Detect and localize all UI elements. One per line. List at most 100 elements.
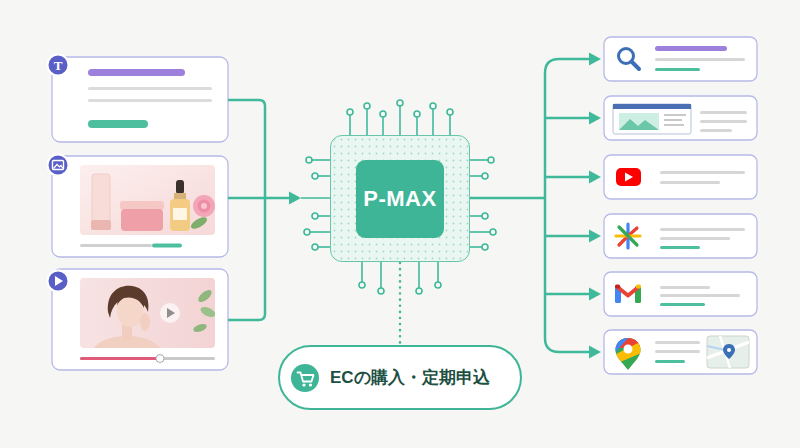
chip-pin	[418, 262, 420, 288]
channel-card	[604, 37, 757, 81]
output-wire	[545, 117, 590, 120]
maps-icon	[707, 346, 725, 350]
chip-pin	[397, 100, 403, 106]
search-icon	[655, 46, 727, 51]
chip-pin	[361, 262, 363, 282]
chip-label: P-MAX	[363, 186, 436, 212]
maps-icon	[612, 340, 644, 362]
display-icon	[700, 120, 747, 123]
chip-pin	[490, 229, 496, 235]
ad-card	[52, 57, 228, 142]
output-wire	[465, 59, 590, 352]
maps-icon	[707, 336, 749, 368]
video-image	[192, 322, 208, 333]
chip-pin	[310, 231, 335, 233]
display-icon	[613, 104, 747, 134]
cosmetics-image	[80, 244, 152, 247]
chip-pin	[414, 111, 420, 117]
maps-icon	[655, 360, 685, 363]
text-ad-lines	[88, 87, 212, 90]
chip-pin	[432, 109, 434, 135]
maps-icon	[612, 336, 644, 372]
video-image	[80, 278, 217, 368]
chip-pin	[378, 288, 384, 294]
video-image	[160, 303, 180, 323]
video-image	[199, 305, 215, 319]
input-arrowhead	[289, 192, 301, 205]
youtube-icon	[616, 168, 641, 186]
discover-icon	[660, 246, 700, 249]
text-ad-lines	[88, 69, 185, 76]
chip-pin	[465, 231, 490, 233]
chip-pin	[312, 244, 318, 250]
search-icon	[632, 62, 640, 70]
chip-pin	[312, 159, 335, 161]
chip-pin	[312, 173, 318, 179]
youtube-icon	[660, 171, 745, 174]
output-arrowhead	[589, 171, 601, 184]
output-wire	[545, 176, 590, 179]
maps-icon	[707, 342, 749, 358]
chip-grid	[331, 136, 469, 261]
discover-icon	[660, 237, 730, 240]
chip-pin	[482, 173, 488, 179]
pmax-chip: P-MAX	[330, 135, 470, 262]
gmail-icon	[636, 285, 641, 289]
display-icon	[613, 104, 691, 134]
cart-icon	[309, 383, 312, 386]
video-image	[80, 357, 160, 360]
chip-pin	[465, 159, 488, 161]
channel-card	[604, 330, 757, 374]
chip-pin	[435, 282, 441, 288]
display-icon	[664, 114, 686, 116]
maps-icon	[612, 336, 749, 372]
ad-card	[52, 156, 228, 257]
display-icon	[619, 119, 659, 130]
youtube-icon	[625, 173, 633, 182]
maps-icon	[655, 341, 700, 344]
chip-pin	[318, 215, 335, 217]
video-image	[93, 286, 215, 348]
card-icon	[54, 165, 64, 169]
text-ad-lines	[88, 120, 148, 128]
gmail-icon	[660, 294, 740, 297]
chip-grid	[331, 136, 469, 261]
discover-icon	[619, 227, 628, 236]
channel-card	[604, 37, 757, 374]
chip-pin	[382, 117, 384, 135]
youtube-icon	[660, 181, 720, 184]
ad-card	[52, 57, 228, 370]
chip-pin	[465, 175, 482, 177]
video-image	[156, 355, 164, 363]
output-arrowhead	[589, 230, 601, 243]
chip-pin	[304, 229, 310, 235]
icon-letter: T	[54, 59, 63, 72]
cosmetics-image	[174, 193, 186, 199]
chip-pin	[430, 103, 436, 109]
channel-card	[604, 96, 757, 140]
display-icon	[664, 119, 682, 121]
chip-pin	[349, 115, 351, 135]
chip-pin	[347, 109, 353, 115]
cosmetics-image	[173, 208, 187, 220]
maps-icon	[612, 336, 644, 372]
chip-pin	[482, 213, 488, 219]
chip-pin	[318, 246, 335, 248]
video-image	[196, 288, 213, 304]
chip-pin	[366, 109, 368, 135]
output-arrowhead	[589, 346, 601, 359]
chip-pin	[318, 175, 335, 177]
maps-icon	[624, 345, 633, 354]
cosmetics-image	[80, 165, 215, 248]
display-icon	[613, 104, 691, 109]
chip-pin	[437, 262, 439, 282]
channel-card	[604, 155, 757, 199]
chip-pin	[380, 262, 382, 288]
chip-pin	[447, 109, 453, 115]
chip-pin	[359, 282, 365, 288]
